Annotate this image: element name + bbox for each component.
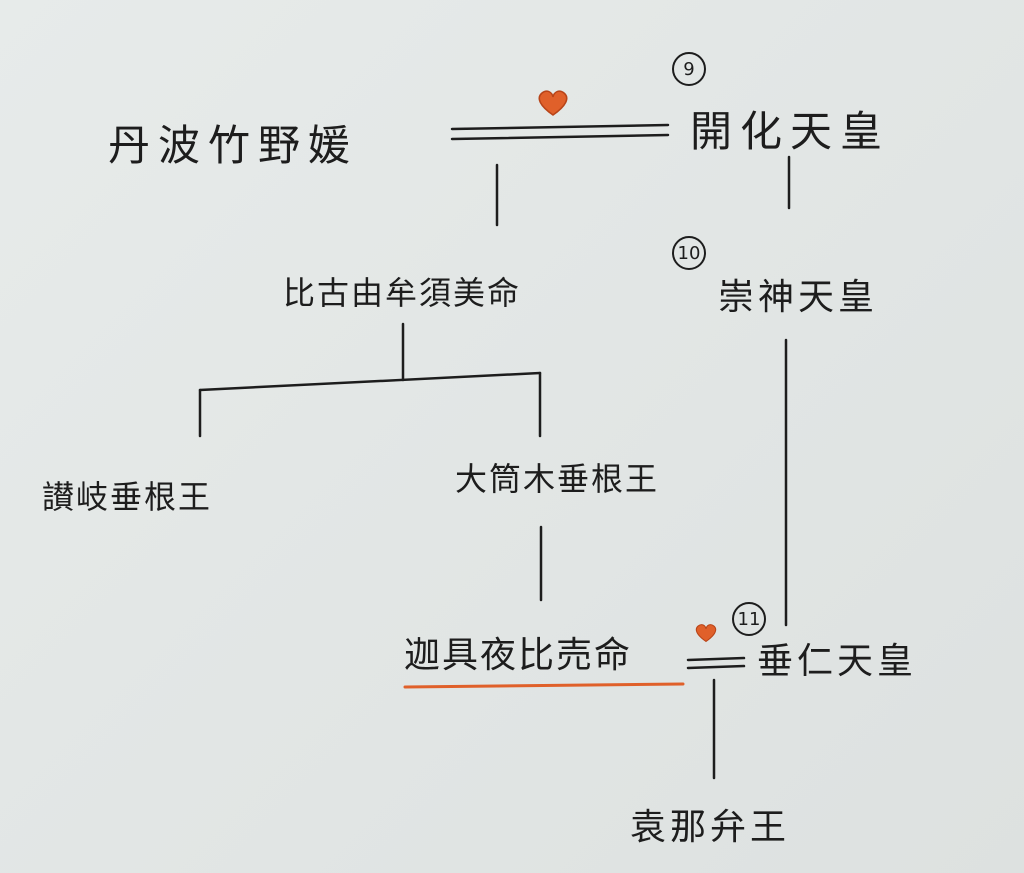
generation-badge-sujin: 10 — [672, 236, 706, 270]
heart-icon — [694, 622, 718, 648]
sibling-line — [198, 371, 542, 392]
marriage-line-top — [450, 123, 670, 131]
marriage2-line-top — [686, 656, 746, 662]
generation-badge-kaika: 9 — [672, 52, 706, 86]
node-kenyou-ou: 袁那弁王 — [630, 807, 791, 848]
marriage2-line-bottom — [686, 664, 746, 670]
node-ootsutsuki-taruneou: 大筒木垂根王 — [455, 460, 660, 498]
node-tanba-takenohime: 丹波竹野媛 — [108, 121, 359, 170]
node-hikoyumusumi: 比古由牟須美命 — [283, 274, 522, 312]
node-sanuki-taruneou: 讃岐垂根王 — [42, 478, 213, 516]
highlight-underline — [403, 682, 685, 689]
node-suinin-tennou: 垂仁天皇 — [757, 641, 918, 682]
generation-badge-suinin: 11 — [732, 602, 766, 636]
heart-icon — [536, 88, 570, 122]
marriage-line-bottom — [450, 133, 670, 141]
node-kaika-tennou: 開化天皇 — [690, 107, 891, 156]
node-kaguyahime: 迦具夜比売命 — [404, 635, 633, 676]
node-sujin-tennou: 崇神天皇 — [718, 277, 879, 318]
